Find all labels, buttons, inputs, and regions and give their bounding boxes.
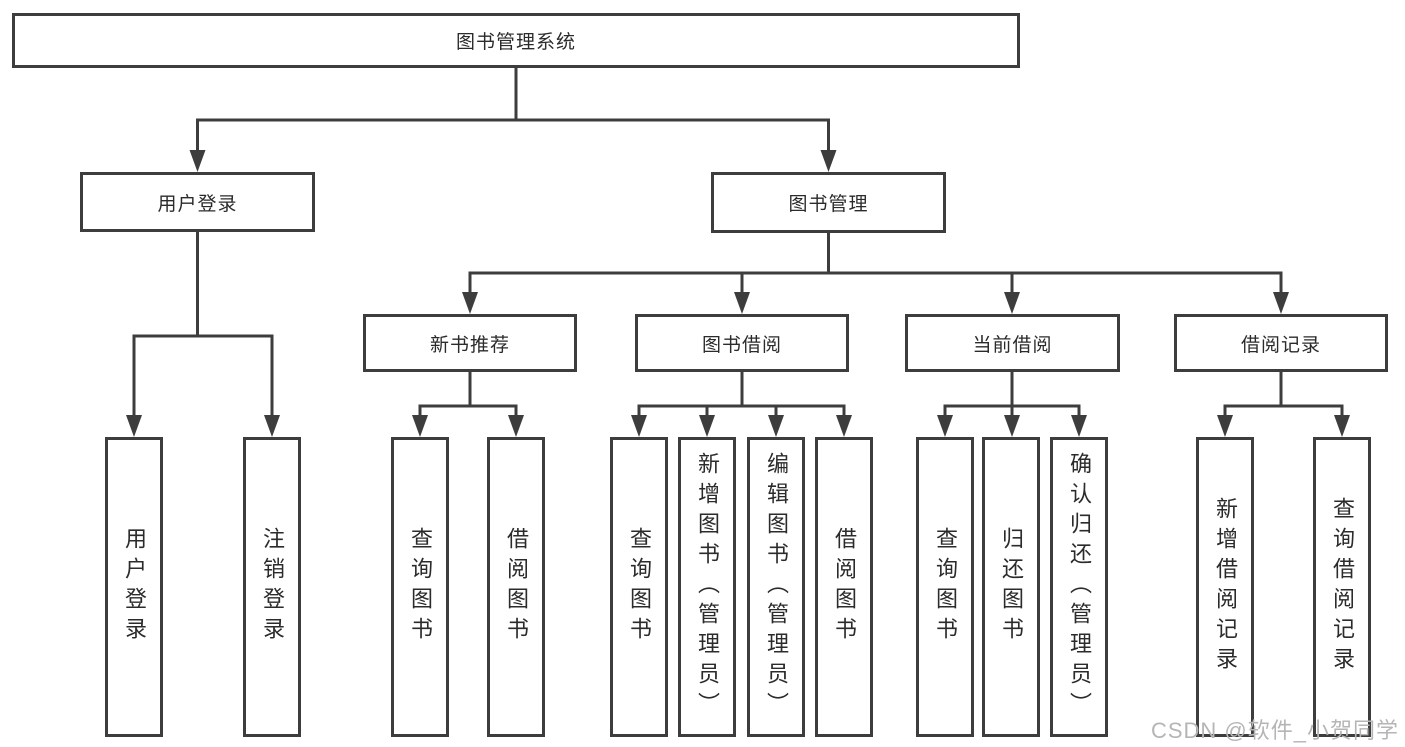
leaf-label: 借阅图书 [832, 527, 857, 647]
leaf-logout: 注销登录 [243, 437, 301, 737]
node-book-management: 图书管理 [711, 172, 946, 233]
node-label: 借阅记录 [1240, 334, 1321, 356]
connector-book-borrow-to-leaves [631, 372, 852, 437]
leaf-label: 新增图书（管理员） [695, 452, 720, 722]
node-label: 用户登录 [157, 193, 238, 215]
leaf-label: 查询图书 [627, 527, 652, 647]
connector-root-to-level2 [189, 68, 837, 172]
leaf-query-books-current: 查询图书 [916, 437, 974, 737]
node-borrow-records: 借阅记录 [1174, 314, 1388, 372]
leaf-confirm-return-admin: 确认归还（管理员） [1050, 437, 1108, 737]
leaf-label: 查询图书 [933, 527, 958, 647]
node-label: 图书管理系统 [455, 32, 576, 53]
leaf-label: 查询图书 [408, 527, 433, 647]
leaf-query-books-borrow: 查询图书 [610, 437, 668, 737]
node-label: 当前借阅 [972, 334, 1053, 356]
node-label: 图书管理 [788, 194, 869, 215]
leaf-label: 确认归还（管理员） [1067, 452, 1092, 722]
leaf-borrow-books: 借阅图书 [815, 437, 873, 737]
leaf-label: 借阅图书 [504, 527, 529, 647]
node-library-management-system: 图书管理系统 [12, 13, 1020, 68]
connector-new-book-recommend-to-leaves [412, 372, 524, 437]
leaf-label: 注销登录 [260, 527, 285, 647]
connector-borrow-records-to-leaves [1217, 372, 1350, 437]
node-current-borrow: 当前借阅 [905, 314, 1120, 372]
leaf-query-borrow-record: 查询借阅记录 [1313, 437, 1371, 737]
leaf-label: 查询借阅记录 [1330, 497, 1355, 677]
leaf-user-login: 用户登录 [105, 437, 163, 737]
leaf-add-books-admin: 新增图书（管理员） [678, 437, 736, 737]
leaf-label: 编辑图书（管理员） [764, 452, 789, 722]
leaf-label: 用户登录 [122, 527, 147, 647]
node-user-login: 用户登录 [80, 172, 315, 232]
node-book-borrow: 图书借阅 [635, 314, 849, 372]
connector-user-login-to-leaves [126, 232, 280, 437]
leaf-add-borrow-record: 新增借阅记录 [1196, 437, 1254, 737]
leaf-edit-books-admin: 编辑图书（管理员） [747, 437, 805, 737]
node-new-book-recommend: 新书推荐 [363, 314, 577, 372]
leaf-return-books: 归还图书 [982, 437, 1040, 737]
node-label: 图书借阅 [701, 334, 782, 356]
leaf-label: 新增借阅记录 [1213, 497, 1238, 677]
leaf-query-books-recommend: 查询图书 [391, 437, 449, 737]
csdn-watermark: CSDN @软件_小贺同学 [1150, 718, 1399, 743]
leaf-borrow-books-recommend: 借阅图书 [487, 437, 545, 737]
node-label: 新书推荐 [429, 334, 510, 356]
connector-book-management-to-level3 [462, 233, 1289, 314]
connector-current-borrow-to-leaves [937, 372, 1087, 437]
leaf-label: 归还图书 [999, 527, 1024, 647]
